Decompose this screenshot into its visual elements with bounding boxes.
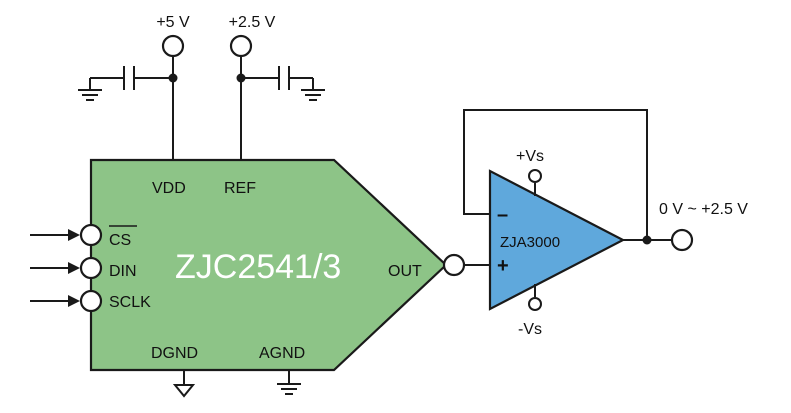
feedback-wire [463,109,648,240]
dac-chip-name: ZJC2541/3 [175,248,341,286]
cs-input [30,223,103,247]
opamp-vminus-label: -Vs [518,321,542,338]
opamp-name: ZJA3000 [500,234,560,251]
pin-sclk-label: SCLK [109,294,151,311]
pin-agnd-label: AGND [259,345,305,362]
din-pin-terminal [79,256,103,280]
din-input [30,256,103,280]
pin-vdd-label: VDD [152,180,186,197]
opamp-vplus-label: +Vs [516,148,544,165]
pin-din-label: DIN [109,263,137,280]
dac-chip-body [89,158,448,372]
pin-dgnd-label: DGND [151,345,198,362]
vdd-terminal [161,34,185,58]
pin-cs-label: CS [109,232,131,249]
sclk-arrow-icon [68,295,80,307]
output-range-label: 0 V ~ +2.5 V [659,201,748,218]
opamp-vplus-terminal [528,169,542,183]
vdd-supply [78,34,185,160]
cs-pin-terminal [79,223,103,247]
dgnd-ground-icon [172,370,196,398]
opamp-inverting-sign: – [497,204,508,226]
sclk-input [30,289,103,313]
cs-arrow-icon [68,229,80,241]
dac-out-terminal [442,253,466,277]
opamp-noninverting-sign: + [497,255,509,277]
vdd-cap-ground-icon [78,89,102,101]
din-arrow-icon [68,262,80,274]
ref-voltage-label: +2.5 V [229,14,276,31]
pin-out-label: OUT [388,263,422,280]
output-junction [642,235,652,245]
ref-terminal [229,34,253,58]
agnd-ground-icon [277,370,301,395]
sclk-pin-terminal [79,289,103,313]
output-terminal [670,228,694,252]
pin-ref-label: REF [224,180,256,197]
opamp-vminus-terminal [528,297,542,311]
ref-cap-ground-icon [301,89,325,101]
ref-supply [229,34,325,160]
opamp-body [488,169,626,311]
vdd-voltage-label: +5 V [156,14,190,31]
